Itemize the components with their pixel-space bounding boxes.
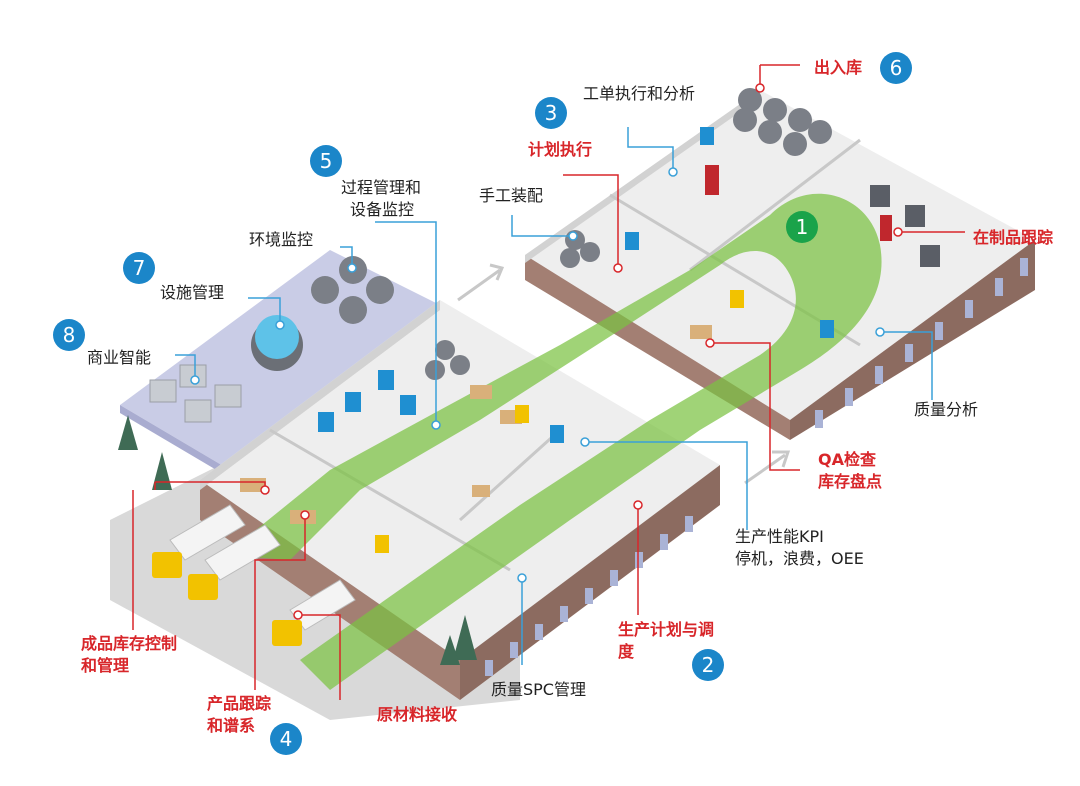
label-fg-inventory-1: 成品库存控制 bbox=[81, 634, 178, 653]
back-building bbox=[525, 90, 1035, 440]
label-schedule-2: 度 bbox=[618, 642, 635, 661]
step-badge-8: 8 bbox=[53, 319, 85, 351]
label-qa-2: 库存盘点 bbox=[818, 472, 883, 491]
label-spc: 质量SPC管理 bbox=[491, 680, 586, 699]
label-manual-assembly: 手工装配 bbox=[479, 186, 544, 205]
label-work-order: 工单执行和分析 bbox=[583, 84, 696, 103]
label-business-intel: 商业智能 bbox=[87, 348, 152, 367]
label-fg-inventory-2: 和管理 bbox=[81, 656, 130, 675]
label-inbound-outbound: 出入库 bbox=[814, 58, 863, 77]
label-schedule-1: 生产计划与调 bbox=[618, 620, 715, 639]
label-env-monitor: 环境监控 bbox=[249, 230, 314, 249]
step-badge-2: 2 bbox=[692, 649, 724, 681]
label-plan-execution: 计划执行 bbox=[528, 140, 593, 159]
label-wip-tracking: 在制品跟踪 bbox=[973, 228, 1054, 247]
label-kpi-1: 生产性能KPI bbox=[735, 527, 824, 546]
label-kpi-2: 停机，浪费，OEE bbox=[735, 549, 864, 568]
trees bbox=[118, 415, 477, 665]
step-badge-4: 4 bbox=[270, 723, 302, 755]
label-facility-mgmt: 设施管理 bbox=[160, 283, 225, 302]
step-badge-7: 7 bbox=[123, 252, 155, 284]
flow-arrows bbox=[457, 263, 791, 485]
label-quality-analysis: 质量分析 bbox=[914, 400, 979, 419]
step-badge-1: 1 bbox=[786, 211, 818, 243]
leader-lines bbox=[132, 64, 965, 700]
trucks bbox=[152, 504, 356, 646]
step-badge-3: 3 bbox=[535, 97, 567, 129]
label-process-mgmt-2: 设备监控 bbox=[350, 200, 415, 219]
equipment bbox=[149, 88, 940, 553]
step-badge-6: 6 bbox=[880, 52, 912, 84]
label-traceability-2: 和谱系 bbox=[207, 716, 256, 735]
label-process-mgmt-1: 过程管理和 bbox=[341, 178, 422, 197]
label-raw-material: 原材料接收 bbox=[377, 705, 458, 724]
flow-path bbox=[225, 193, 882, 690]
label-qa-1: QA检查 bbox=[818, 450, 876, 469]
step-badge-5: 5 bbox=[310, 145, 342, 177]
label-traceability-1: 产品跟踪 bbox=[207, 694, 272, 713]
